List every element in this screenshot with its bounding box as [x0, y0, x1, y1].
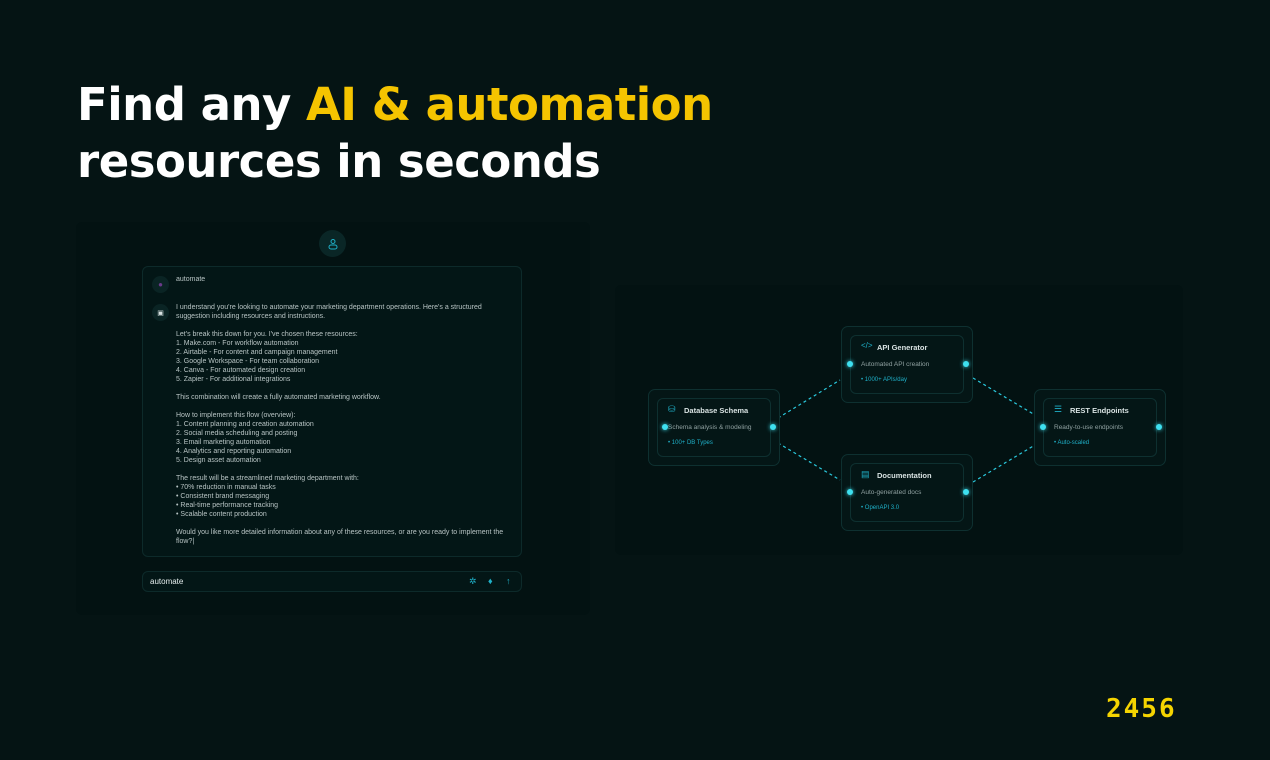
user-message: automate	[176, 276, 206, 283]
code-icon: </>	[861, 341, 873, 350]
node-title: Documentation	[877, 471, 932, 480]
input-handle[interactable]	[662, 424, 668, 430]
node-database-schema[interactable]: ⛁ Database Schema Schema analysis & mode…	[648, 389, 780, 466]
headline-highlight: AI & automation	[305, 78, 713, 131]
output-handle[interactable]	[1156, 424, 1162, 430]
input-handle[interactable]	[847, 489, 853, 495]
node-title: API Generator	[877, 343, 928, 352]
connector-api-rest	[972, 377, 1036, 416]
headline-line2: resources in seconds	[77, 135, 601, 188]
assistant-message: I understand you're looking to automate …	[176, 304, 504, 545]
output-handle[interactable]	[770, 424, 776, 430]
node-badge: • OpenAPI 3.0	[861, 505, 900, 511]
bot-avatar: ▣	[152, 304, 169, 321]
robot-icon: ▣	[157, 309, 164, 317]
node-badge-text: Auto-scaled	[1057, 440, 1090, 446]
chat-input-value[interactable]: automate	[150, 577, 184, 586]
attach-icon[interactable]: ♦	[488, 576, 493, 586]
brand-logo: 2456	[1106, 694, 1177, 724]
node-desc: Schema analysis & modeling	[668, 424, 752, 431]
send-arrow-icon[interactable]: ↑	[506, 576, 511, 586]
chat-input[interactable]: automate ✲ ♦ ↑	[142, 571, 522, 592]
node-rest-endpoints[interactable]: ☰ REST Endpoints Ready-to-use endpoints …	[1034, 389, 1166, 466]
input-handle[interactable]	[1040, 424, 1046, 430]
user-avatar: ●	[152, 276, 169, 293]
person-icon: ●	[158, 280, 163, 289]
node-badge: • 1000+ APIs/day	[861, 377, 907, 383]
node-title: Database Schema	[684, 406, 749, 415]
node-title: REST Endpoints	[1070, 406, 1129, 415]
node-desc: Auto-generated docs	[861, 489, 922, 496]
node-badge-text: OpenAPI 3.0	[864, 505, 900, 511]
settings-icon[interactable]: ✲	[469, 576, 477, 586]
output-handle[interactable]	[963, 489, 969, 495]
document-icon: ▤	[861, 469, 870, 479]
node-desc: Ready-to-use endpoints	[1054, 424, 1124, 431]
user-profile-button[interactable]	[319, 230, 346, 257]
server-icon: ☰	[1054, 404, 1063, 414]
connector-db-docs	[777, 442, 841, 481]
headline-line1: Find any	[77, 78, 306, 131]
node-badge: • 100+ DB Types	[668, 440, 713, 446]
node-badge-text: 1000+ APIs/day	[864, 377, 907, 383]
node-api-generator[interactable]: </> API Generator Automated API creation…	[841, 326, 973, 403]
connector-docs-rest	[972, 444, 1036, 483]
chat-messages	[142, 266, 522, 557]
database-icon: ⛁	[668, 404, 676, 414]
input-handle[interactable]	[847, 361, 853, 367]
output-handle[interactable]	[963, 361, 969, 367]
node-desc: Automated API creation	[861, 361, 930, 368]
headline: Find any AI & automation resources in se…	[77, 76, 713, 190]
user-icon	[328, 238, 337, 249]
connector-db-api	[777, 379, 841, 419]
node-badge: • Auto-scaled	[1054, 440, 1090, 446]
node-documentation[interactable]: ▤ Documentation Auto-generated docs • Op…	[841, 454, 973, 531]
node-badge-text: 100+ DB Types	[671, 440, 713, 446]
